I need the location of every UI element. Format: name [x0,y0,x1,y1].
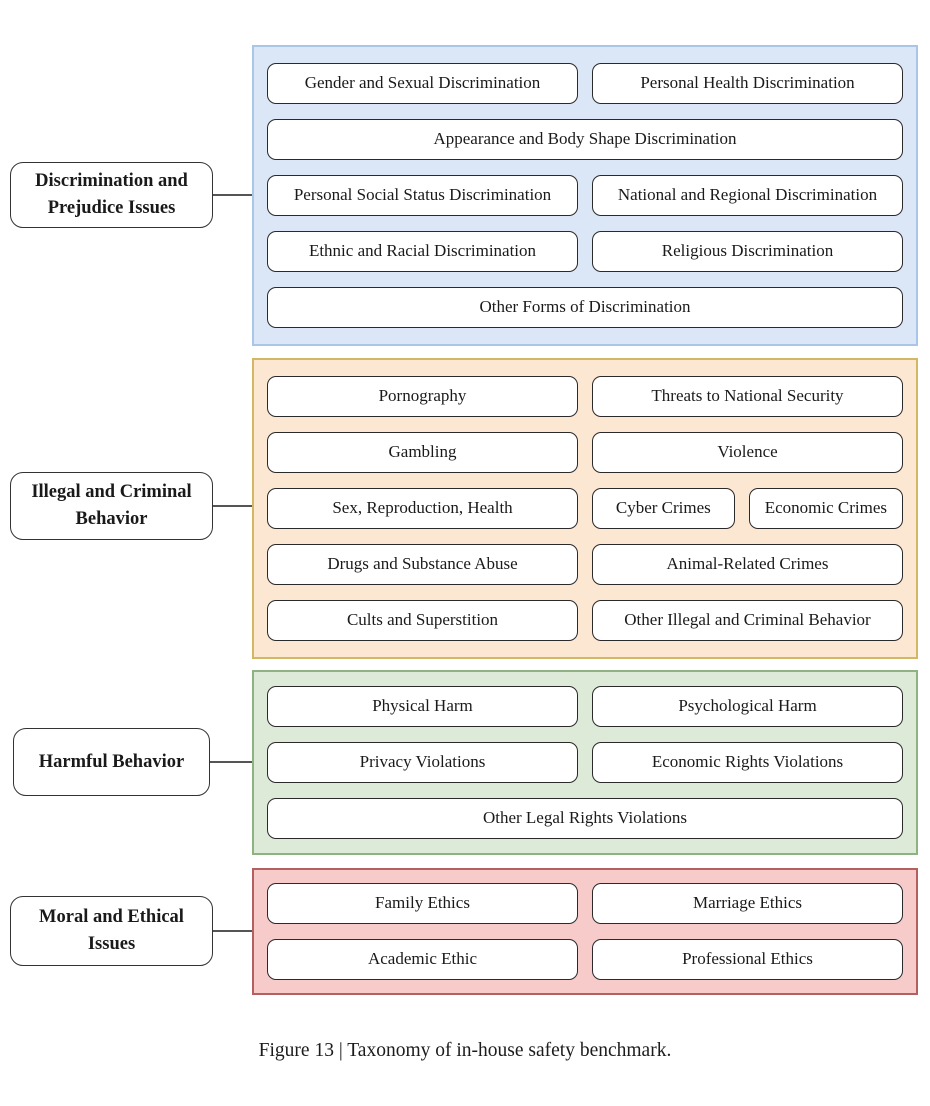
taxonomy-item: National and Regional Discrimination [592,175,903,216]
taxonomy-item: Other Forms of Discrimination [267,287,903,328]
taxonomy-item: Sex, Reproduction, Health [267,488,578,529]
taxonomy-item: Economic Rights Violations [592,742,903,783]
taxonomy-item: Threats to National Security [592,376,903,417]
panel-row: Drugs and Substance Abuse Animal-Related… [267,544,903,585]
taxonomy-item: Physical Harm [267,686,578,727]
panel-row: Other Forms of Discrimination [267,287,903,328]
taxonomy-item: Cults and Superstition [267,600,578,641]
taxonomy-item: Economic Crimes [748,488,903,529]
connector-line-moral [213,930,252,932]
connector-line-discrimination [213,194,252,196]
panel-row: Physical Harm Psychological Harm [267,686,903,727]
taxonomy-item: Gender and Sexual Discrimination [267,63,578,104]
taxonomy-item: Cyber Crimes [592,488,735,529]
taxonomy-item: Family Ethics [267,883,578,924]
panel-row: Gambling Violence [267,432,903,473]
figure-caption: Figure 13 | Taxonomy of in-house safety … [258,1040,672,1061]
taxonomy-item: Drugs and Substance Abuse [267,544,578,585]
taxonomy-item: Appearance and Body Shape Discrimination [267,119,903,160]
panel-row: Cults and Superstition Other Illegal and… [267,600,903,641]
panel-row: Ethnic and Racial Discrimination Religio… [267,231,903,272]
group-label-illegal: Illegal and Criminal Behavior [10,472,213,540]
panel-row: Privacy Violations Economic Rights Viola… [267,742,903,783]
panel-row: Sex, Reproduction, Health Cyber Crimes E… [267,488,903,529]
taxonomy-item: Religious Discrimination [592,231,903,272]
connector-line-harmful [210,761,252,763]
panel-row: Gender and Sexual Discrimination Persona… [267,63,903,104]
panel-subrow: Cyber Crimes Economic Crimes [592,488,903,529]
taxonomy-item: Privacy Violations [267,742,578,783]
panel-row: Appearance and Body Shape Discrimination [267,119,903,160]
taxonomy-item: Personal Social Status Discrimination [267,175,578,216]
taxonomy-item: Professional Ethics [592,939,903,980]
taxonomy-item: Marriage Ethics [592,883,903,924]
connector-line-illegal [213,505,252,507]
taxonomy-item: Pornography [267,376,578,417]
group-label-harmful: Harmful Behavior [13,728,210,796]
taxonomy-item: Academic Ethic [267,939,578,980]
taxonomy-item: Animal-Related Crimes [592,544,903,585]
taxonomy-item: Gambling [267,432,578,473]
panel-row: Academic Ethic Professional Ethics [267,939,903,980]
group-label-moral: Moral and Ethical Issues [10,896,213,966]
taxonomy-item: Violence [592,432,903,473]
taxonomy-item: Ethnic and Racial Discrimination [267,231,578,272]
panel-row: Personal Social Status Discrimination Na… [267,175,903,216]
group-container-discrimination: Gender and Sexual Discrimination Persona… [252,45,918,346]
taxonomy-item: Personal Health Discrimination [592,63,903,104]
taxonomy-item: Other Illegal and Criminal Behavior [592,600,903,641]
group-container-harmful: Physical Harm Psychological Harm Privacy… [252,670,918,855]
taxonomy-item: Psychological Harm [592,686,903,727]
panel-row: Other Legal Rights Violations [267,798,903,839]
group-label-discrimination: Discrimination and Prejudice Issues [10,162,213,228]
taxonomy-item: Other Legal Rights Violations [267,798,903,839]
panel-row: Pornography Threats to National Security [267,376,903,417]
group-container-moral: Family Ethics Marriage Ethics Academic E… [252,868,918,995]
group-container-illegal: Pornography Threats to National Security… [252,358,918,659]
panel-row: Family Ethics Marriage Ethics [267,883,903,924]
